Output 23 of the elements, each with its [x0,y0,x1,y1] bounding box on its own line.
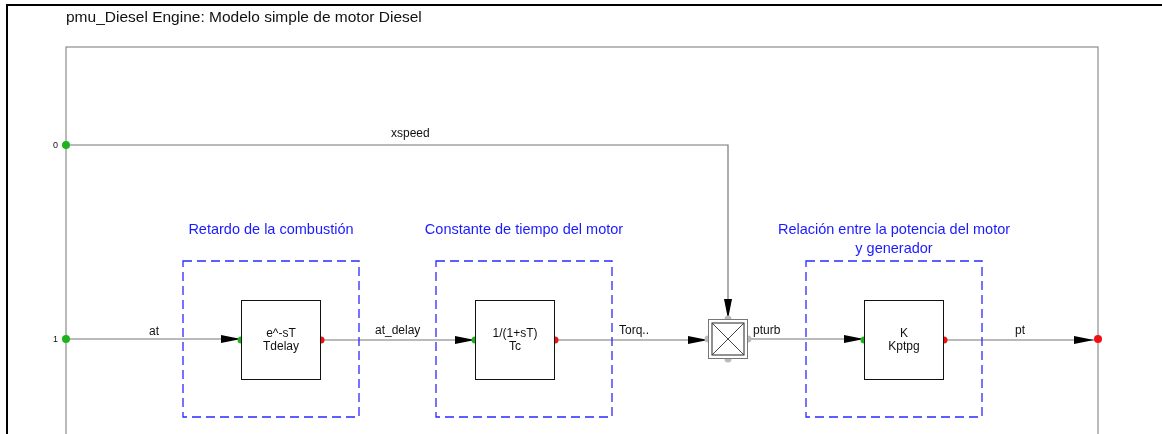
transfer-function-block [864,300,944,380]
group-heading: Relación entre la potencia del motor y generador [776,220,1012,258]
block-parameter: Tdelay [263,340,299,353]
group-heading: Constante de tiempo del motor [423,220,625,239]
signal-label: at_delay [374,324,422,337]
signal-label: pt [1014,324,1026,337]
block-parameter: Tc [509,340,521,353]
block-parameter: e^-sT [266,327,296,340]
block-parameter: Kptpg [888,340,920,353]
signal-label: xspeed [390,127,431,140]
block-parameter: K [900,327,908,340]
signal-label: at [148,325,160,338]
multiplier-block [708,319,748,359]
diagram-title: pmu_Diesel Engine: Modelo simple de motor Diesel [66,8,422,26]
transfer-function-block [241,300,321,380]
transfer-function-block [475,300,555,380]
block-parameter: 1/(1+sT) [492,327,538,340]
port-dot [62,335,70,343]
signal-label: Torq.. [618,324,650,337]
signal-label: pturb [752,324,782,337]
port-dot [62,141,70,149]
group-heading: Retardo de la combustión [187,220,355,239]
port-dot [1094,335,1102,343]
